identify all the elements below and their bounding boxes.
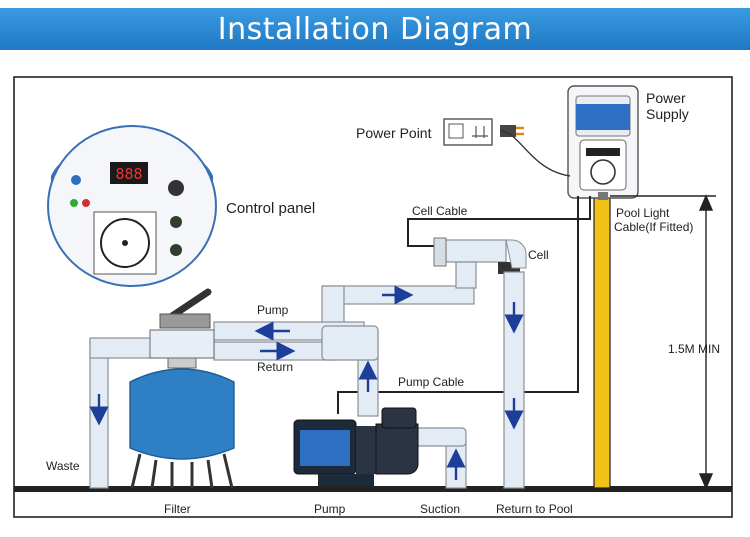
label-pump-bottom: Pump <box>314 502 346 516</box>
label-pump-cable: Pump Cable <box>398 375 465 389</box>
chlorinator-cell <box>433 237 527 274</box>
ground-line <box>14 486 732 492</box>
label-pool-light-2: Cable(If Fitted) <box>614 220 694 234</box>
cell-cable <box>407 196 591 247</box>
label-power-supply-1: Power <box>646 90 686 106</box>
label-filter: Filter <box>164 502 191 516</box>
label-return-to-pool: Return to Pool <box>496 502 573 516</box>
control-panel: 888 <box>47 125 217 287</box>
label-power-point: Power Point <box>356 125 432 141</box>
height-dimension <box>610 194 716 490</box>
label-cell-cable: Cell Cable <box>412 204 468 218</box>
power-point-socket <box>443 118 571 177</box>
diagram-title: Installation Diagram <box>217 11 533 47</box>
label-control-panel: Control panel <box>226 200 316 217</box>
power-supply-unit <box>567 85 639 200</box>
pool-light-cable <box>593 195 611 489</box>
sand-filter <box>129 288 235 489</box>
flow-arrows <box>89 285 524 480</box>
scene-frame <box>13 76 733 518</box>
pump-cable <box>337 196 579 414</box>
label-return: Return <box>257 360 294 374</box>
panel-display: 888 <box>115 165 142 183</box>
label-pump-top: Pump <box>257 303 289 317</box>
label-pool-light-1: Pool Light <box>616 206 670 220</box>
title-banner: Installation Diagram <box>0 8 750 50</box>
label-power-supply-2: Supply <box>646 106 689 122</box>
label-cell: Cell <box>528 248 549 262</box>
label-suction: Suction <box>420 502 461 516</box>
label-waste: Waste <box>46 459 80 473</box>
label-min-height: 1.5M MIN <box>668 342 721 356</box>
pump <box>293 407 419 486</box>
